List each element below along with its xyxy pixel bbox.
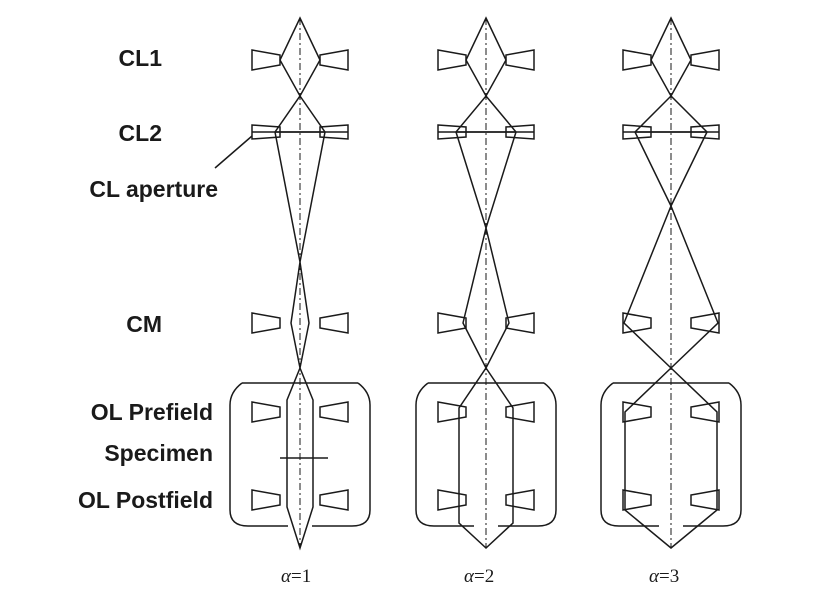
ol-postfield-pole-right: [319, 489, 349, 511]
ol-prefield-pole-right: [505, 401, 535, 423]
cl1-lens-right: [690, 49, 720, 71]
column-alpha-2: [415, 16, 557, 550]
cl1-lens-right: [319, 49, 349, 71]
ol-prefield-pole-left: [251, 401, 281, 423]
alpha-value: =3: [658, 566, 680, 587]
ol-yoke-right: [498, 382, 557, 527]
cl1-lens-left: [437, 49, 467, 71]
label-specimen: Specimen: [104, 440, 213, 466]
ol-yoke-right: [312, 382, 371, 527]
column-alpha-1: [214, 16, 371, 551]
cm-lens-right: [690, 312, 720, 334]
label-cl-aperture: CL aperture: [89, 176, 218, 202]
cl1-lens-left: [251, 49, 281, 71]
ol-prefield-pole-right: [319, 401, 349, 423]
ray-beam-objective: [286, 366, 314, 551]
cl1-lens-right: [505, 49, 535, 71]
ol-postfield-pole-left: [622, 489, 652, 511]
alpha-symbol: α: [464, 566, 474, 587]
ray-beam-objective: [458, 366, 514, 550]
alpha-label-3: α=3: [649, 566, 679, 588]
alpha-value: =2: [473, 566, 495, 587]
cl2-lens-left: [437, 124, 467, 140]
cm-lens-right: [505, 312, 535, 334]
ol-yoke-left: [600, 382, 659, 527]
cl2-lens-right: [505, 124, 535, 140]
cl2-lens-right: [319, 124, 349, 140]
alpha-symbol: α: [649, 566, 659, 587]
ol-postfield-pole-right: [505, 489, 535, 511]
ol-yoke-right: [683, 382, 742, 527]
ol-postfield-pole-right: [690, 489, 720, 511]
ol-prefield-pole-left: [437, 401, 467, 423]
cm-lens-left: [437, 312, 467, 334]
ol-prefield-pole-left: [622, 401, 652, 423]
alpha-value: =1: [290, 566, 312, 587]
cm-lens-right: [319, 312, 349, 334]
alpha-label-2: α=2: [464, 566, 494, 588]
alpha-symbol: α: [281, 566, 291, 587]
ol-yoke-left: [229, 382, 288, 527]
label-cl2: CL2: [118, 120, 162, 146]
label-ol-postfield: OL Postfield: [77, 487, 213, 513]
label-cl1: CL1: [118, 45, 162, 71]
cl-aperture-leader: [214, 135, 253, 169]
ol-postfield-pole-left: [251, 489, 281, 511]
cm-lens-left: [251, 312, 281, 334]
cl1-lens-left: [622, 49, 652, 71]
ray-beam-objective: [624, 366, 718, 549]
label-cm: CM: [126, 311, 162, 337]
label-ol-prefield: OL Prefield: [90, 399, 213, 425]
ol-prefield-pole-right: [690, 401, 720, 423]
ol-postfield-pole-left: [437, 489, 467, 511]
column-alpha-3: [600, 16, 742, 549]
alpha-label-1: α=1: [281, 566, 311, 588]
cl2-lens-left: [251, 124, 281, 140]
ol-yoke-left: [415, 382, 474, 527]
cm-lens-left: [622, 312, 652, 334]
